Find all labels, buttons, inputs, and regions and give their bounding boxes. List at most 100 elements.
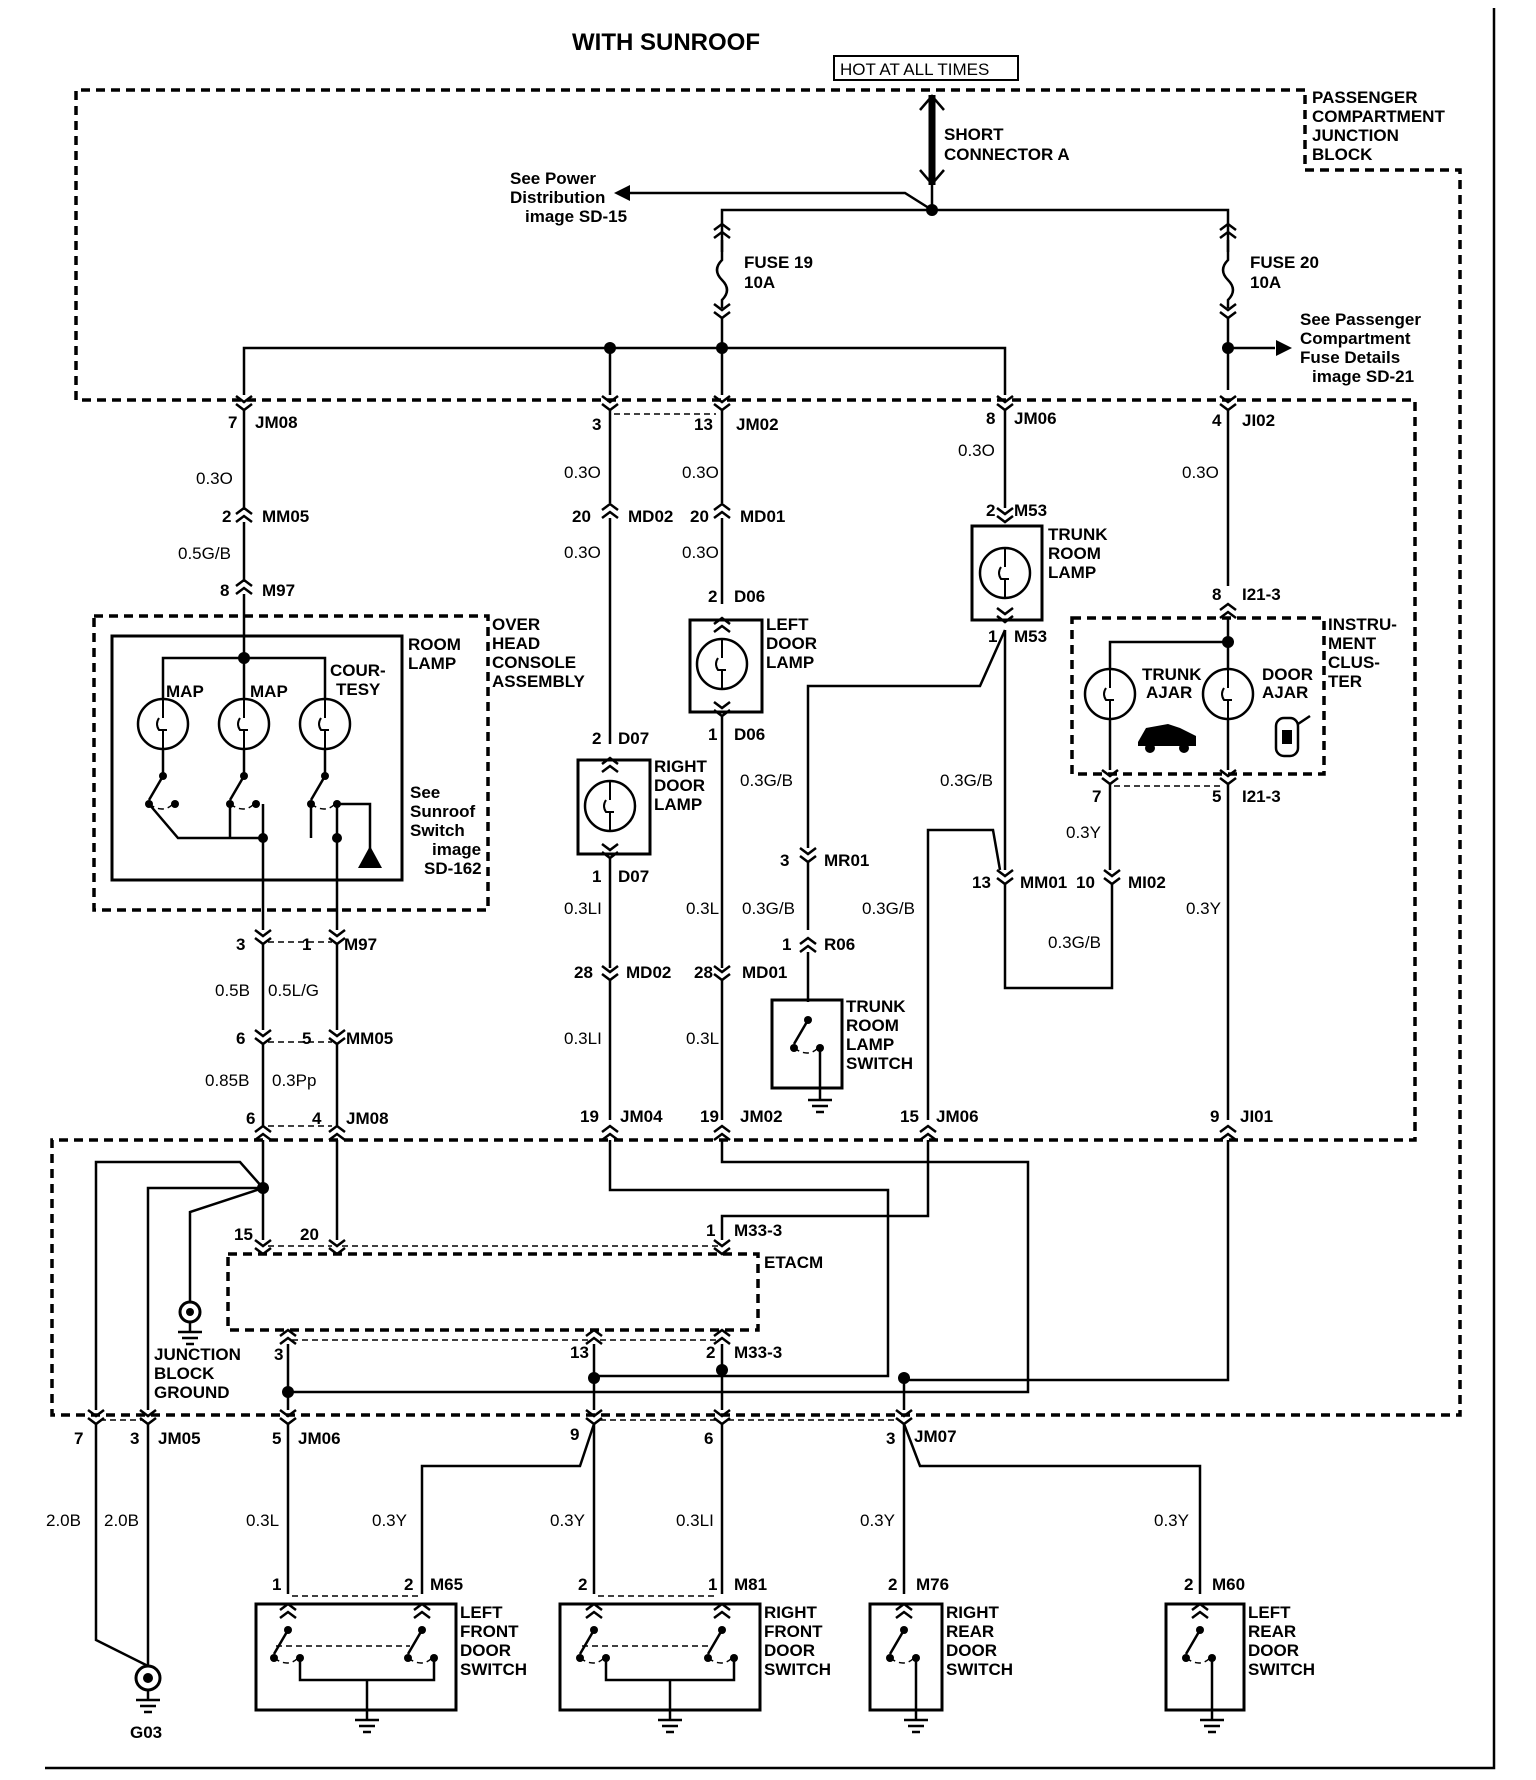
- component-label: ROOM: [408, 635, 461, 654]
- right-rear-door-switch-label: RIGHT REAR DOOR SWITCH: [946, 1603, 1013, 1679]
- connector-label: 19: [580, 1107, 599, 1126]
- component-label: LAMP: [846, 1035, 894, 1054]
- right-door-bulb-icon: [583, 779, 637, 833]
- connector-label: M81: [734, 1575, 767, 1594]
- connector-label: 2: [888, 1575, 897, 1594]
- wire-label: 0.3Y: [1186, 899, 1221, 918]
- connector-label: JM06: [936, 1107, 979, 1126]
- connector-label: 20: [572, 507, 591, 526]
- connector-label: 13: [694, 415, 713, 434]
- room-lamp-box: [110, 634, 404, 882]
- wire-label: 0.3G/B: [862, 899, 915, 918]
- connector-label: 3: [236, 935, 245, 954]
- left-door-lamp-box: [688, 618, 764, 714]
- component-label: SWITCH: [1248, 1660, 1315, 1679]
- connector-label: 28: [574, 963, 593, 982]
- switch-icon: [305, 770, 343, 811]
- connector-label: M97: [344, 935, 377, 954]
- wire-label: 0.3G/B: [740, 771, 793, 790]
- overhead-console-outline: [92, 614, 490, 912]
- map-bulb-icon: [217, 697, 271, 751]
- component-label: COUR-: [330, 661, 386, 680]
- wire-label: 0.3LI: [564, 899, 602, 918]
- wire-label: 0.3Pp: [272, 1071, 316, 1090]
- component-label: Fuse Details: [1300, 348, 1400, 367]
- connector-label: 13: [972, 873, 991, 892]
- component-label: CONSOLE: [492, 653, 576, 672]
- trunk-room-bulb-icon: [978, 546, 1032, 600]
- connector-label: JM07: [914, 1427, 957, 1446]
- fuse-20: [1218, 222, 1238, 320]
- wire-label: 0.5B: [215, 981, 250, 1000]
- ground-icon: [806, 1088, 834, 1114]
- component-label: LEFT: [460, 1603, 503, 1622]
- connector-label: 2: [404, 1575, 413, 1594]
- short-connector-label-2: CONNECTOR A: [944, 145, 1070, 164]
- switch-icon: [574, 1624, 612, 1665]
- component-label: MENT: [1328, 634, 1377, 653]
- left-door-bulb-icon: [695, 637, 749, 691]
- component-label: OVER: [492, 615, 540, 634]
- component-label: Switch: [410, 821, 465, 840]
- junction-block-ground-label: JUNCTION BLOCK GROUND: [154, 1345, 241, 1402]
- wire-label: 0.3Y: [1154, 1511, 1189, 1530]
- connector-label: 6: [704, 1429, 713, 1448]
- courtesy-bulb-icon: [298, 697, 352, 751]
- trunk-ajar-bulb-icon: [1083, 667, 1137, 721]
- connector-label: JM08: [346, 1109, 389, 1128]
- wire-label: 0.3G/B: [940, 771, 993, 790]
- switch-icon: [702, 1624, 740, 1665]
- etacm-label: ETACM: [764, 1253, 823, 1272]
- connector-label: MR01: [824, 851, 869, 870]
- connector-label: 2: [1184, 1575, 1193, 1594]
- fuse-19-rating: 10A: [744, 273, 775, 292]
- connector-label: 7: [228, 413, 237, 432]
- connector-label: M97: [262, 581, 295, 600]
- connector-label: 13: [570, 1343, 589, 1362]
- connector-label: 1: [592, 867, 601, 886]
- instrument-cluster-label: INSTRU- MENT CLUS- TER: [1328, 615, 1397, 691]
- wire-label: 0.3L: [686, 899, 719, 918]
- wire-label: 2.0B: [104, 1511, 139, 1530]
- connector-label: 8: [220, 581, 229, 600]
- component-label: LEFT: [766, 615, 809, 634]
- connector-label: M60: [1212, 1575, 1245, 1594]
- connector-label: JM02: [736, 415, 779, 434]
- arrow-right-icon: [1276, 340, 1292, 356]
- wire-label: 0.3LI: [564, 1029, 602, 1048]
- component-label: INSTRU-: [1328, 615, 1397, 634]
- connector-label: MM05: [346, 1029, 393, 1048]
- connector-label: M33-3: [734, 1221, 782, 1240]
- instrument-cluster-outline: [1070, 616, 1326, 776]
- component-label: DOOR: [460, 1641, 511, 1660]
- connector-label: D07: [618, 729, 649, 748]
- component-label: LAMP: [408, 654, 456, 673]
- map-light-label: MAP: [166, 682, 204, 701]
- connector-label: D06: [734, 725, 765, 744]
- connector-label: JM06: [1014, 409, 1057, 428]
- component-label: DOOR: [1248, 1641, 1299, 1660]
- switch-icon: [224, 770, 262, 811]
- fuse-20-rating: 10A: [1250, 273, 1281, 292]
- component-label: See: [410, 783, 440, 802]
- ground-icon: [353, 1708, 381, 1734]
- junction-block-outline: [50, 88, 1462, 1417]
- left-rear-door-switch-box: [1164, 1602, 1246, 1712]
- connector-label: 28: [694, 963, 713, 982]
- component-label: JUNCTION: [154, 1345, 241, 1364]
- diagram-title: WITH SUNROOF: [572, 29, 760, 56]
- connector-label: 3: [780, 851, 789, 870]
- connector-label: JI01: [1240, 1107, 1273, 1126]
- right-door-lamp-label: RIGHT DOOR LAMP: [654, 757, 708, 814]
- component-label: TRUNK: [846, 997, 906, 1016]
- connector-label: JM05: [158, 1429, 201, 1448]
- connector-label: M65: [430, 1575, 463, 1594]
- connector-label: 7: [1092, 787, 1101, 806]
- component-label: TRUNK: [1048, 525, 1108, 544]
- component-label: AJAR: [1262, 683, 1308, 702]
- see-power-distribution: See Power Distribution image SD-15: [510, 169, 627, 226]
- arrow-left-icon: [614, 185, 630, 201]
- wire-label: 0.3G/B: [742, 899, 795, 918]
- component-label: SWITCH: [764, 1660, 831, 1679]
- component-label: COMPARTMENT: [1312, 107, 1445, 126]
